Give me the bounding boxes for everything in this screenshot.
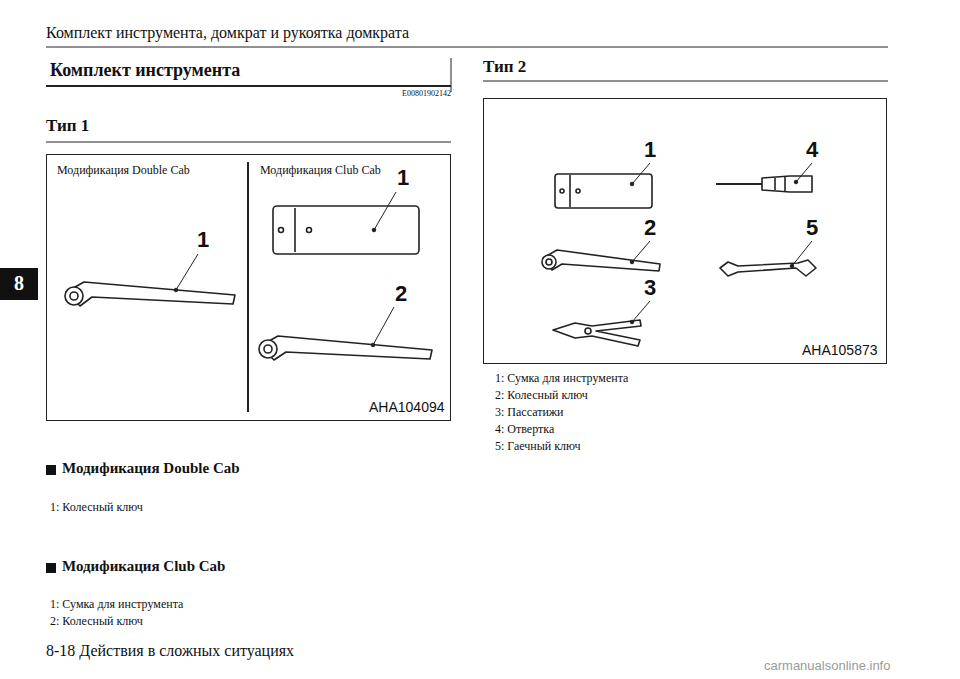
figure-frame: Модификация Double Cab Модификация Club C…: [46, 154, 451, 421]
variant-heading: Модификация Club Cab: [62, 558, 225, 575]
legend-item: 3: Пассатижи: [495, 406, 564, 420]
legend-item: 5: Гаечный ключ: [495, 440, 581, 454]
variant-caption: Модификация Club Cab: [260, 164, 381, 178]
type-heading: Тип 2: [483, 57, 526, 77]
section-title: Комплект инструмента: [50, 60, 240, 81]
callout-number: 3: [644, 275, 656, 300]
callout-number: 1: [197, 227, 209, 252]
variant-heading: Модификация Double Cab: [62, 460, 240, 477]
doc-code: E00801902142: [402, 89, 451, 98]
variant-caption: Модификация Double Cab: [57, 164, 190, 178]
callout-number: 5: [806, 215, 818, 240]
legend-item: 2: Колесный ключ: [495, 389, 588, 403]
chapter-tab: 8: [14, 272, 24, 295]
callout-number: 2: [395, 281, 407, 306]
callout-number: 1: [644, 137, 656, 162]
figure-code: AHA104094: [369, 399, 445, 415]
type-heading: Тип 1: [46, 116, 89, 136]
legend-item: 2: Колесный ключ: [50, 615, 143, 629]
watermark: carmanualsonline.info: [764, 659, 890, 674]
callout-number: 2: [644, 215, 656, 240]
legend-item: 4: Отвертка: [495, 423, 554, 437]
legend-item: 1: Колесный ключ: [50, 501, 143, 515]
legend-item: 1: Сумка для инструмента: [50, 598, 183, 612]
running-header: Комплект инструмента, домкрат и рукоятка…: [46, 24, 409, 42]
figure-frame: 1 4 2 5 3AHA105873: [483, 98, 887, 364]
callout-number: 1: [397, 165, 409, 190]
page-footer: 8-18 Действия в сложных ситуациях: [46, 642, 294, 660]
figure-code: AHA105873: [802, 342, 878, 358]
legend-item: 1: Сумка для инструмента: [495, 372, 628, 386]
callout-number: 4: [806, 137, 818, 162]
